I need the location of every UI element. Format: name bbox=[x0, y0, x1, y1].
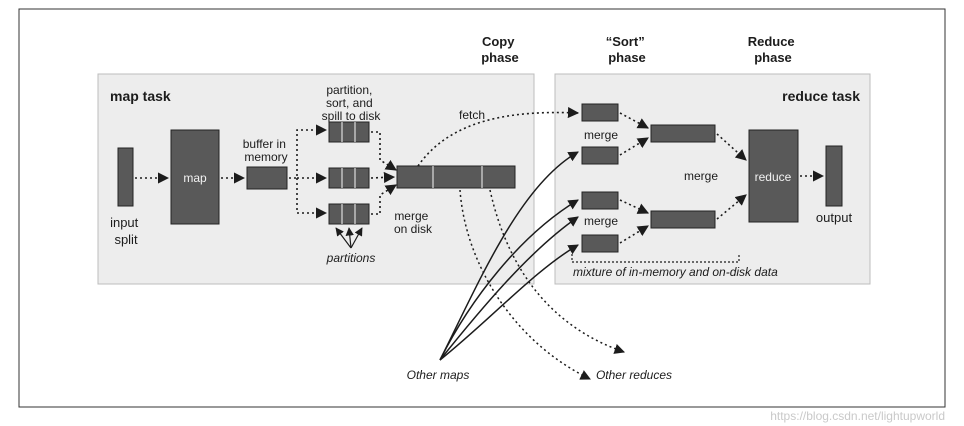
spill-file-1 bbox=[328, 121, 370, 143]
map-task-title: map task bbox=[110, 88, 171, 104]
input-split-label: input split bbox=[110, 215, 142, 247]
buffer-to-spill-arrow-1 bbox=[289, 124, 328, 179]
spill-label: partition, sort, and spill to disk bbox=[322, 83, 382, 123]
merge-arrow-2 bbox=[619, 137, 649, 156]
copied-segment-3 bbox=[581, 191, 619, 210]
partitions-label: partitions bbox=[326, 251, 376, 265]
other-maps-arrow-2 bbox=[439, 216, 579, 361]
merged-segment-bottom bbox=[650, 210, 716, 229]
other-maps-arrow-1 bbox=[439, 199, 579, 361]
spill-to-merge-arrow-2 bbox=[370, 171, 396, 184]
partition-arrows bbox=[335, 227, 363, 249]
merged-map-output bbox=[396, 165, 516, 189]
input-split-box bbox=[117, 147, 134, 207]
watermark: https://blog.csdn.net/lightupworld bbox=[770, 409, 945, 423]
merge-to-reduce-arrow-1 bbox=[716, 133, 747, 161]
output-label: output bbox=[816, 210, 853, 225]
copied-segment-4 bbox=[581, 234, 619, 253]
merge-label-middle: merge bbox=[684, 169, 718, 183]
sort-phase-header: “Sort” phase bbox=[606, 34, 649, 65]
other-maps-arrow-3 bbox=[439, 244, 579, 361]
merge-arrow-1 bbox=[619, 112, 649, 129]
buffer-label: buffer in memory bbox=[243, 137, 290, 164]
merge-to-reduce-arrow-2 bbox=[716, 194, 747, 220]
merge-on-disk-label: merge on disk bbox=[394, 209, 433, 236]
other-maps-arrow-4 bbox=[439, 151, 579, 361]
merge-arrow-3 bbox=[619, 199, 650, 214]
reduce-label: reduce bbox=[755, 170, 792, 184]
mixture-label: mixture of in-memory and on-disk data bbox=[573, 265, 778, 279]
fetch-label: fetch bbox=[459, 108, 485, 122]
reduce-phase-header: Reduce phase bbox=[748, 34, 799, 65]
reduce-box bbox=[748, 129, 799, 223]
output-box bbox=[825, 145, 843, 207]
memory-buffer-box bbox=[246, 166, 288, 190]
merged-segment-top bbox=[650, 124, 716, 143]
spill-file-3 bbox=[328, 203, 370, 225]
figure-frame bbox=[18, 8, 946, 408]
copied-segment-1 bbox=[581, 103, 619, 122]
merge-label-bottom: merge bbox=[584, 214, 618, 228]
merge-label-top: merge bbox=[584, 128, 618, 142]
map-box bbox=[170, 129, 220, 225]
fetch-arrow bbox=[417, 106, 580, 167]
mixture-bracket bbox=[571, 254, 740, 263]
copied-segment-2 bbox=[581, 146, 619, 165]
other-maps-label: Other maps bbox=[407, 368, 470, 382]
reduce-task-title: reduce task bbox=[782, 88, 860, 104]
to-other-reduces-arrow-1 bbox=[459, 189, 591, 380]
map-label: map bbox=[183, 171, 207, 185]
spill-to-merge-arrow-1 bbox=[371, 131, 397, 171]
other-reduces-label: Other reduces bbox=[596, 368, 672, 382]
spill-file-2 bbox=[328, 167, 370, 189]
merge-arrow-4 bbox=[619, 225, 649, 244]
to-other-reduces-arrow-2 bbox=[489, 189, 625, 354]
copy-phase-header: Copy phase bbox=[481, 34, 519, 65]
buffer-to-spill-arrow-3 bbox=[296, 178, 328, 219]
